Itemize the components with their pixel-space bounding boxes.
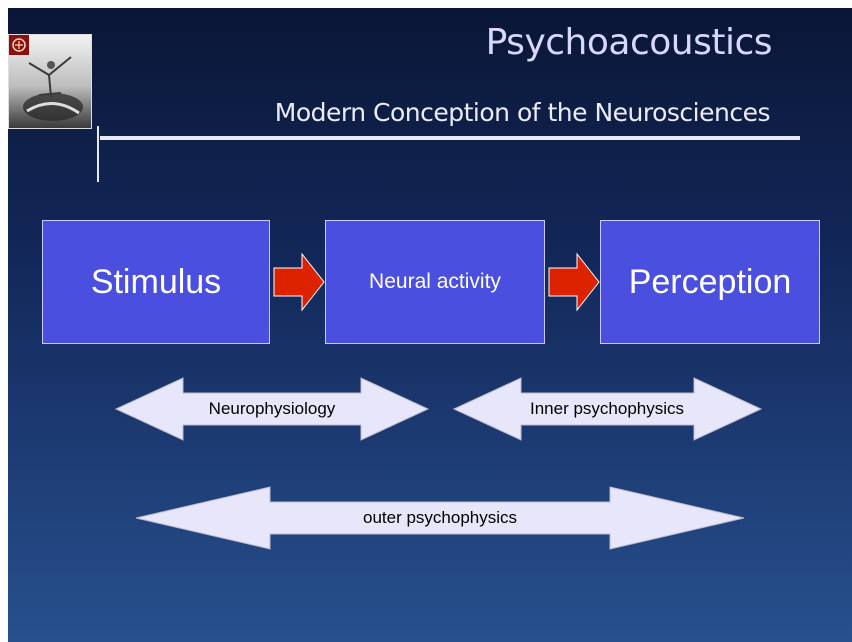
slide-logo — [8, 34, 92, 129]
neural-activity-label: Neural activity — [369, 270, 501, 293]
inner-psychophysics-double-arrow — [452, 377, 763, 441]
slide: Psychoacoustics Modern Conception of the… — [8, 8, 852, 642]
title-horizontal-rule — [100, 136, 800, 140]
slide-subtitle: Modern Conception of the Neurosciences — [274, 98, 771, 127]
stimulus-label: Stimulus — [90, 262, 222, 301]
neurophysiology-label: Neurophysiology — [208, 399, 336, 418]
stimulus-box: Stimulus — [42, 220, 270, 344]
slide-title: Psychoacoustics — [485, 22, 773, 63]
neurophysiology-double-arrow — [114, 377, 430, 441]
flow-arrow-stimulus-to-neural — [273, 252, 325, 312]
neural-activity-box: Neural activity — [325, 220, 545, 344]
title-vertical-rule — [97, 126, 99, 182]
diagram-arrows — [114, 252, 763, 550]
outer-psychophysics-label: outer psychophysics — [362, 508, 518, 527]
perception-label: Perception — [628, 262, 792, 301]
inner-psychophysics-label: Inner psychophysics — [529, 399, 685, 418]
outer-psychophysics-double-arrow — [135, 486, 745, 550]
flow-arrow-neural-to-perception — [548, 252, 600, 312]
perception-box: Perception — [600, 220, 820, 344]
